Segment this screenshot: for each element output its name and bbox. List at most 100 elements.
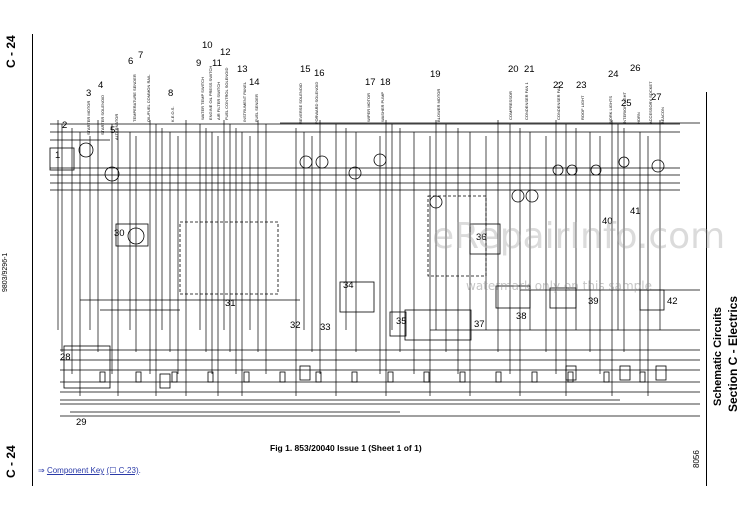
- component-number-31: 31: [225, 298, 236, 309]
- component-key-link[interactable]: ⇒ Component Key (☐ C-23).: [38, 466, 141, 475]
- fuse-symbol: [351, 371, 358, 383]
- component-label: ACCESSORY SOCKET: [648, 81, 653, 124]
- component-number-13: 13: [237, 64, 248, 75]
- motor-or-lamp-symbol: [525, 189, 539, 203]
- component-label: ALTERNATOR: [114, 114, 119, 140]
- component-number-41: 41: [630, 206, 641, 217]
- component-number-23: 23: [576, 80, 587, 91]
- motor-or-lamp-symbol: [511, 189, 525, 203]
- component-label: ENGINE OIL PRESS SWITCH: [208, 66, 213, 120]
- component-number-2: 2: [62, 120, 67, 131]
- motor-or-lamp-symbol: [299, 155, 313, 169]
- fuse-symbol: [387, 371, 394, 383]
- component-number-16: 16: [314, 68, 325, 79]
- component-label: BEACON: [660, 107, 665, 124]
- component-label: WASHER PUMP: [380, 92, 385, 122]
- component-label: TEMPERATURE SENDER: [132, 74, 137, 122]
- component-number-17: 17: [365, 77, 376, 88]
- component-number-18: 18: [380, 77, 391, 88]
- component-number-12: 12: [220, 47, 231, 58]
- component-number-39: 39: [588, 296, 599, 307]
- fuse-symbol: [639, 371, 646, 383]
- component-label: WORK LIGHTS: [608, 96, 613, 124]
- figure-caption: Fig 1. 853/20040 Issue 1 (Sheet 1 of 1): [270, 443, 422, 453]
- fuse-symbol: [315, 371, 322, 383]
- component-label: INSTRUMENT PANEL: [242, 81, 247, 122]
- component-number-7: 7: [138, 50, 143, 61]
- component-number-29: 29: [76, 417, 87, 428]
- component-box-39: [549, 287, 577, 309]
- fuse-symbol: [171, 371, 178, 383]
- component-label: WATER TEMP SWITCH: [200, 77, 205, 120]
- motor-or-lamp-symbol: [552, 164, 564, 176]
- fuse-symbol: [279, 371, 286, 383]
- component-number-28: 28: [60, 352, 71, 363]
- component-box-37: [404, 309, 472, 341]
- component-label: WIPER MOTOR: [366, 93, 371, 122]
- component-number-37: 37: [474, 319, 485, 330]
- component-label: BLOWER MOTOR: [436, 89, 441, 122]
- component-key-tail: .: [138, 466, 141, 475]
- fuse-symbol: [135, 371, 142, 383]
- left-margin-rule: [32, 34, 33, 486]
- component-number-4: 4: [98, 80, 103, 91]
- component-label: COMPRESSOR: [508, 91, 513, 120]
- component-key-label: Component Key: [46, 466, 105, 475]
- fuse-symbol: [99, 371, 106, 383]
- component-number-8: 8: [168, 88, 173, 99]
- arrow-right-icon: ⇒: [38, 466, 45, 475]
- fuse-symbol: [459, 371, 466, 383]
- component-number-25: 25: [621, 98, 632, 109]
- fuse-symbol: [243, 371, 250, 383]
- component-key-ref: (☐ C-23): [106, 466, 139, 475]
- motor-or-lamp-symbol: [618, 156, 630, 168]
- component-number-11: 11: [212, 58, 222, 69]
- watermark-site: eRepairInfo.com: [432, 216, 726, 257]
- component-label: REVERSE SOLENOID: [298, 83, 303, 124]
- motor-or-lamp-symbol: [78, 142, 94, 158]
- component-number-14: 14: [249, 77, 260, 88]
- component-number-40: 40: [602, 216, 613, 227]
- component-label: FORWARD SOLENOID: [314, 82, 319, 124]
- component-box-42: [639, 289, 665, 311]
- right-margin-rule: [706, 92, 707, 486]
- component-number-38: 38: [516, 311, 527, 322]
- motor-or-lamp-symbol: [566, 164, 578, 176]
- fuse-symbol: [495, 371, 502, 383]
- component-box-35: [389, 311, 407, 337]
- component-box-30: [115, 223, 149, 247]
- component-number-36: 36: [476, 232, 487, 243]
- relay-symbol: [655, 365, 667, 381]
- relay-symbol: [565, 365, 577, 381]
- component-number-24: 24: [608, 69, 619, 80]
- motor-or-lamp-symbol: [104, 166, 120, 182]
- component-number-3: 3: [86, 88, 91, 99]
- component-label: AIR FILTER SWITCH: [216, 82, 221, 120]
- component-label: OIL/FUEL COMMON RAIL: [146, 74, 151, 122]
- instrument-panel-box: [179, 221, 279, 295]
- motor-or-lamp-symbol: [373, 153, 387, 167]
- component-label: CONDENSER FAN 1: [524, 81, 529, 120]
- component-number-27: 27: [651, 92, 662, 103]
- component-box-19-group: [427, 195, 487, 277]
- component-number-42: 42: [667, 296, 678, 307]
- fuse-symbol: [567, 371, 574, 383]
- component-number-6: 6: [128, 56, 133, 67]
- component-number-15: 15: [300, 64, 311, 75]
- component-number-19: 19: [430, 69, 441, 80]
- motor-or-lamp-symbol: [348, 166, 362, 180]
- component-label: ROOF LIGHT: [580, 95, 585, 120]
- component-box-34: [339, 281, 375, 313]
- component-number-22: 22: [553, 80, 564, 91]
- component-box-28: [63, 345, 111, 389]
- component-label: STARTER SOLENOID: [100, 95, 105, 135]
- watermark-note: watermark only on this sample: [466, 279, 653, 293]
- component-number-32: 32: [290, 320, 301, 331]
- motor-or-lamp-symbol: [315, 155, 329, 169]
- component-label: FUEL SENDER: [254, 94, 259, 122]
- component-label: K.E.O.S.: [170, 106, 175, 122]
- fuse-symbol: [207, 371, 214, 383]
- motor-or-lamp-symbol: [429, 195, 443, 209]
- component-label: STARTER MOTOR: [86, 101, 91, 135]
